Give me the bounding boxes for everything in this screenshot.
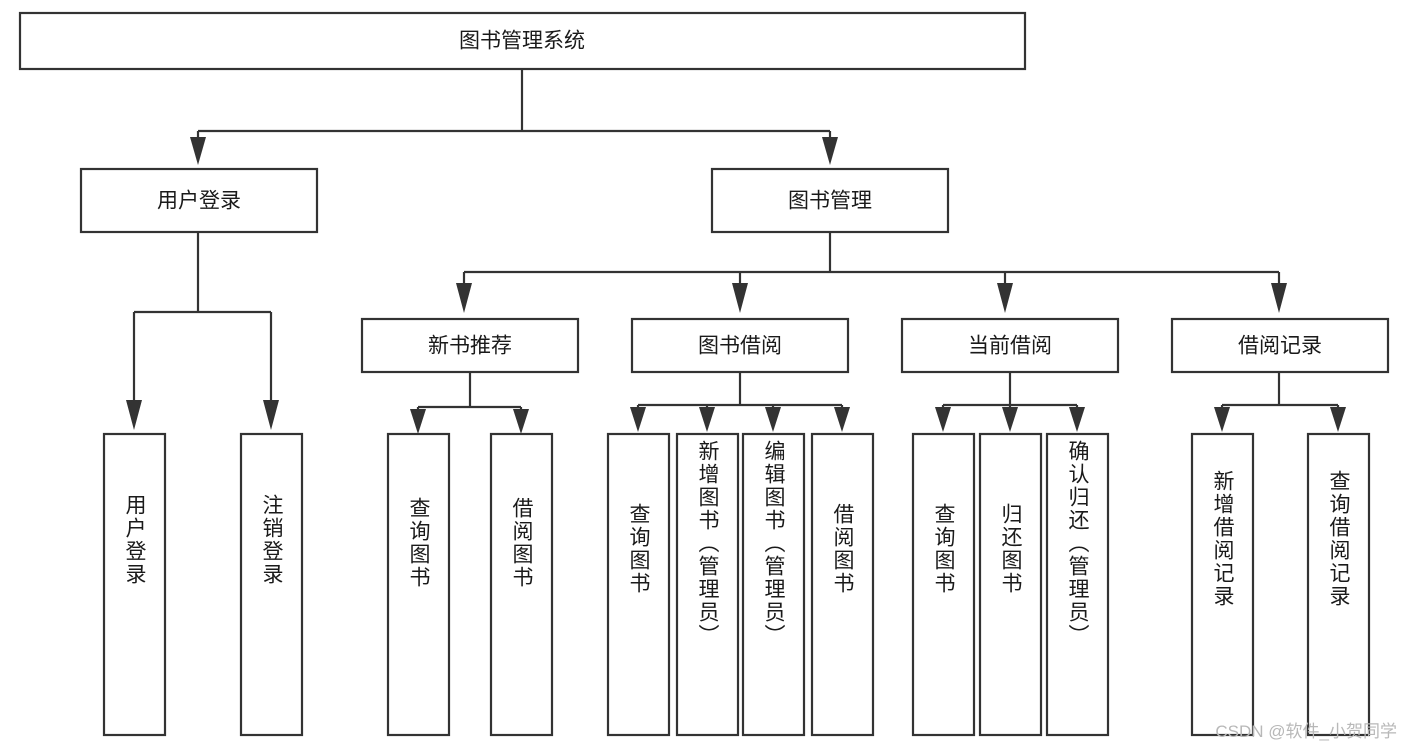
node-box-leaf-user-login[interactable] — [102, 432, 167, 737]
node-box-leaf-query-book-2[interactable] — [606, 432, 671, 737]
node-label-user-login: 用户登录 — [157, 190, 241, 213]
node-box-leaf-return-book[interactable] — [978, 432, 1043, 737]
arrow-head-userlogin — [190, 137, 206, 165]
arrow-head-leaf-query-record — [1330, 407, 1346, 432]
arrow-head-leaf-add-record — [1214, 407, 1230, 432]
node-box-leaf-logout[interactable] — [239, 432, 304, 737]
node-box-leaf-query-book-3[interactable] — [911, 432, 976, 737]
node-label-system-title: 图书管理系统 — [459, 30, 585, 53]
node-label-book-management: 图书管理 — [788, 190, 872, 213]
node-box-leaf-query-record[interactable] — [1306, 432, 1371, 737]
node-label-book-borrow: 图书借阅 — [698, 335, 782, 358]
arrow-head-leaf-confirm-return — [1069, 407, 1085, 432]
arrow-head-new-book-recommend — [456, 283, 472, 313]
connector-group-borrow-record — [1214, 373, 1346, 432]
connector-group-bookmgmt — [456, 233, 1287, 313]
arrow-head-leaf-edit-book — [765, 407, 781, 432]
connector-group-book-borrow — [630, 373, 850, 432]
arrow-head-leaf-borrow-book-2 — [834, 407, 850, 432]
arrow-head-leaf-query-book-3 — [935, 407, 951, 432]
arrow-head-borrow-record — [1271, 283, 1287, 313]
node-box-book-borrow[interactable] — [630, 317, 850, 374]
node-box-system-title[interactable] — [18, 11, 1027, 71]
node-box-book-management[interactable] — [710, 167, 950, 234]
node-box-leaf-edit-book[interactable] — [741, 432, 806, 737]
connector-group-root — [190, 69, 838, 165]
node-label-new-book-recommend: 新书推荐 — [428, 335, 512, 358]
arrow-head-leaf-borrow-book-1 — [513, 409, 529, 434]
node-box-leaf-add-book[interactable] — [675, 432, 740, 737]
arrow-head-bookmgmt — [822, 137, 838, 165]
connector-group-userlogin — [126, 233, 279, 430]
node-box-leaf-borrow-book-1[interactable] — [489, 432, 554, 737]
arrow-head-leaf-query-book-2 — [630, 407, 646, 432]
arrow-head-leaf-add-book — [699, 407, 715, 432]
arrow-head-current-borrow — [997, 283, 1013, 313]
arrow-head-leaf-return-book — [1002, 407, 1018, 432]
node-box-user-login[interactable] — [79, 167, 319, 234]
node-box-leaf-borrow-book-2[interactable] — [810, 432, 875, 737]
arrow-head-leaf-logout — [263, 400, 279, 430]
node-box-current-borrow[interactable] — [900, 317, 1120, 374]
node-box-leaf-confirm-return[interactable] — [1045, 432, 1110, 737]
node-box-new-book-recommend[interactable] — [360, 317, 580, 374]
node-box-leaf-add-record[interactable] — [1190, 432, 1255, 737]
arrow-head-leaf-user-login — [126, 400, 142, 430]
node-label-current-borrow: 当前借阅 — [968, 335, 1052, 358]
node-box-leaf-query-book-1[interactable] — [386, 432, 451, 737]
arrow-head-leaf-query-book-1 — [410, 409, 426, 434]
watermark-text: CSDN @软件_小贺同学 — [1215, 722, 1397, 741]
connector-group-new-book-recommend — [410, 373, 529, 434]
arrow-head-book-borrow — [732, 283, 748, 313]
node-label-borrow-record: 借阅记录 — [1238, 335, 1322, 358]
connector-group-current-borrow — [935, 373, 1085, 432]
node-box-borrow-record[interactable] — [1170, 317, 1390, 374]
